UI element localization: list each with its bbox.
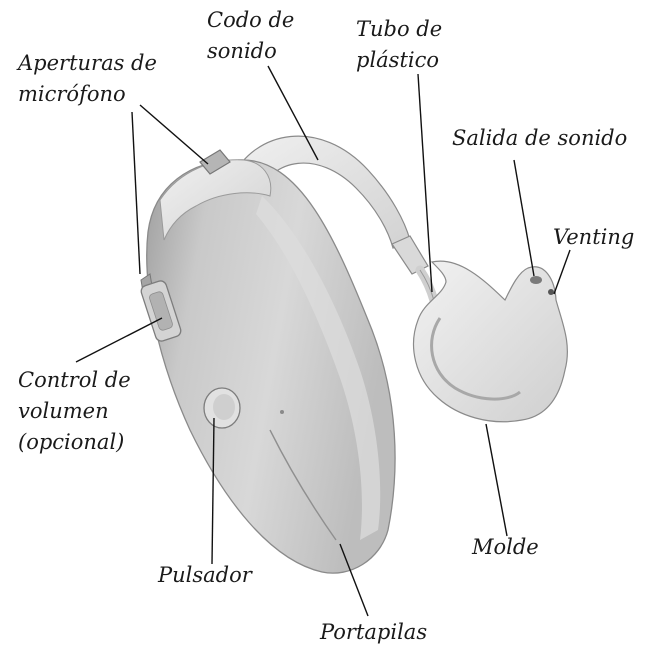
leader-microphone-side [132,112,140,274]
label-microphone-openings: Aperturas de micrófono [18,48,157,110]
label-push-button: Pulsador [158,560,252,591]
indicator-dot [280,410,284,414]
leader-venting [554,250,570,294]
leader-microphone-top [140,105,208,164]
label-sound-outlet: Salida de sonido [452,123,627,154]
vent-hole [548,289,554,295]
sound-outlet-hole [530,276,542,284]
leader-earmold [486,424,507,536]
label-volume-control: Control de volumen (opcional) [18,365,131,458]
label-earmold: Molde [472,532,539,563]
label-sound-elbow: Codo de sonido [207,5,294,67]
leader-volume-control [76,318,162,362]
label-venting: Venting [553,222,634,253]
label-battery-compartment: Portapilas [320,617,427,648]
label-plastic-tube: Tubo de plástico [356,14,442,76]
leader-sound-outlet [514,160,534,276]
